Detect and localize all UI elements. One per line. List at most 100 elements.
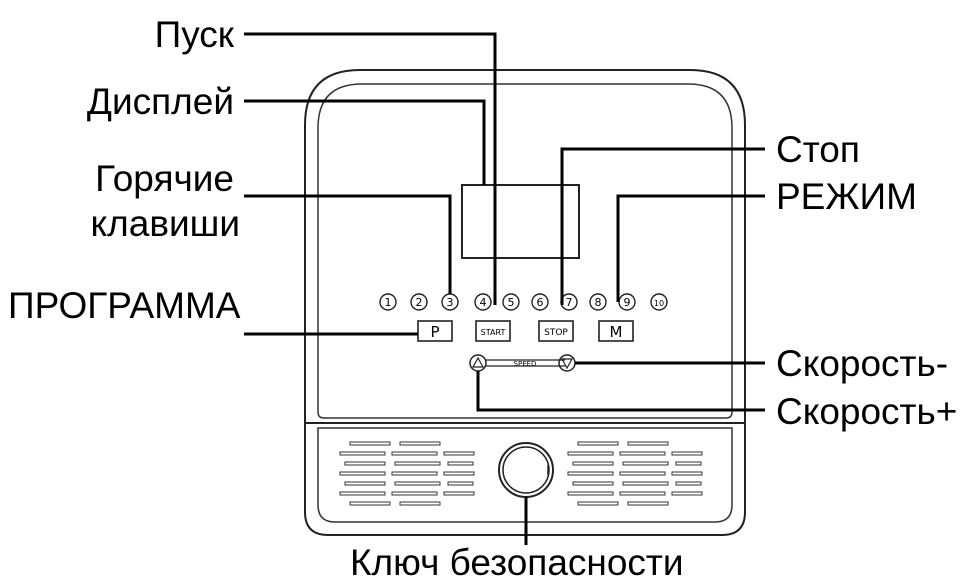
program-number-label: 1	[385, 296, 392, 309]
grille-slot	[399, 501, 441, 506]
program-number-label: 7	[566, 296, 573, 309]
leader-start	[244, 32, 497, 305]
leader-mode	[616, 194, 765, 302]
program-number-circle	[474, 293, 492, 311]
program-number-label: 6	[537, 296, 544, 309]
grille-slot	[344, 461, 386, 466]
grille-slot	[391, 471, 438, 476]
callout-mode: РЕЖИМ	[776, 176, 917, 217]
grille-slot	[671, 471, 703, 476]
program-number-label: 4	[480, 296, 487, 309]
grille-slot	[443, 451, 475, 456]
right-speaker-grille	[567, 441, 703, 506]
mode-key[interactable]	[598, 320, 634, 342]
triangle-down-icon	[560, 358, 574, 370]
grille-slot	[671, 451, 703, 456]
leader-lines	[244, 32, 765, 545]
grille-slot	[622, 481, 669, 486]
callout-display: Дисплей	[86, 81, 234, 122]
callout-hotkeys-line2: клавиши	[90, 203, 240, 244]
grille-slot	[675, 481, 702, 486]
grille-slot	[567, 471, 614, 476]
callout-speed-plus: Скорость+	[776, 391, 958, 432]
program-number-2[interactable]: 2	[410, 293, 428, 311]
callout-start: Пуск	[154, 14, 234, 55]
grille-slot	[399, 441, 441, 446]
program-number-label: 2	[416, 296, 423, 309]
program-number-3[interactable]: 3	[441, 293, 459, 311]
program-number-5[interactable]: 5	[502, 293, 520, 311]
grille-slot	[349, 501, 391, 506]
grille-slot	[447, 481, 474, 486]
program-number-label: 5	[508, 296, 515, 309]
program-number-circle	[410, 293, 428, 311]
leader-display	[244, 99, 486, 185]
grille-slot	[619, 491, 666, 496]
safety-key-inner	[502, 446, 550, 494]
program-number-row: 1 2 3 4 5 6 7 8 9 10	[379, 293, 668, 311]
speed-label: SPEED	[514, 360, 537, 368]
callout-stop: Стоп	[776, 129, 860, 170]
left-speaker-grille	[339, 441, 475, 506]
grille-slot	[339, 451, 386, 456]
stop-key-label: STOP	[544, 328, 568, 338]
program-number-circle	[379, 293, 397, 311]
program-number-label: 10	[654, 299, 664, 308]
grille-slot	[391, 451, 438, 456]
program-number-circle	[502, 293, 520, 311]
grille-slot	[339, 471, 386, 476]
program-number-6[interactable]: 6	[531, 293, 549, 311]
triangle-up-icon	[471, 356, 485, 368]
grille-slot	[675, 461, 702, 466]
callout-speed-minus: Скорость-	[776, 343, 949, 384]
grille-slot	[394, 481, 441, 486]
grille-slot	[391, 491, 438, 496]
program-number-label: 8	[595, 296, 602, 309]
grille-slot	[349, 441, 391, 446]
program-number-circle	[650, 293, 668, 311]
program-key[interactable]	[417, 320, 453, 342]
grille-slot	[443, 491, 475, 496]
console-body	[304, 69, 746, 536]
grille-slot	[627, 501, 669, 506]
leader-hotkeys	[244, 194, 452, 294]
program-number-4[interactable]: 4	[474, 293, 492, 311]
mode-key-label: M	[610, 323, 623, 341]
stop-key[interactable]	[538, 320, 574, 342]
leader-speed-plus	[476, 371, 765, 412]
program-number-10[interactable]: 10	[650, 293, 668, 311]
grille-slot	[447, 461, 474, 466]
safety-key[interactable]	[498, 442, 554, 498]
start-key-label: START	[481, 328, 506, 337]
display-screen	[461, 184, 580, 259]
grille-slot	[567, 491, 614, 496]
grille-slot	[627, 441, 669, 446]
program-number-8[interactable]: 8	[589, 293, 607, 311]
program-number-9[interactable]: 9	[618, 293, 636, 311]
callout-hotkeys-line1: Горячие	[95, 158, 234, 199]
grille-slot	[339, 491, 386, 496]
grille-slot	[443, 471, 475, 476]
grille-panel	[317, 427, 733, 523]
callout-program: ПРОГРАММА	[8, 285, 241, 326]
grille-slot	[567, 451, 614, 456]
grille-slot	[344, 481, 386, 486]
callout-safety-key: Ключ безопасности	[350, 542, 684, 583]
program-number-1[interactable]: 1	[379, 293, 397, 311]
grille-slot	[671, 491, 703, 496]
leader-stop	[560, 147, 765, 305]
grille-slot	[572, 461, 614, 466]
grille-slot	[622, 461, 669, 466]
program-number-circle	[589, 293, 607, 311]
grille-slot	[619, 451, 666, 456]
grille-slot	[619, 471, 666, 476]
program-number-circle	[531, 293, 549, 311]
grille-slot	[577, 501, 619, 506]
grille-slot	[577, 441, 619, 446]
grille-slot	[394, 461, 441, 466]
program-key-label: P	[430, 323, 439, 341]
start-key[interactable]	[475, 320, 511, 342]
grille-slot	[572, 481, 614, 486]
